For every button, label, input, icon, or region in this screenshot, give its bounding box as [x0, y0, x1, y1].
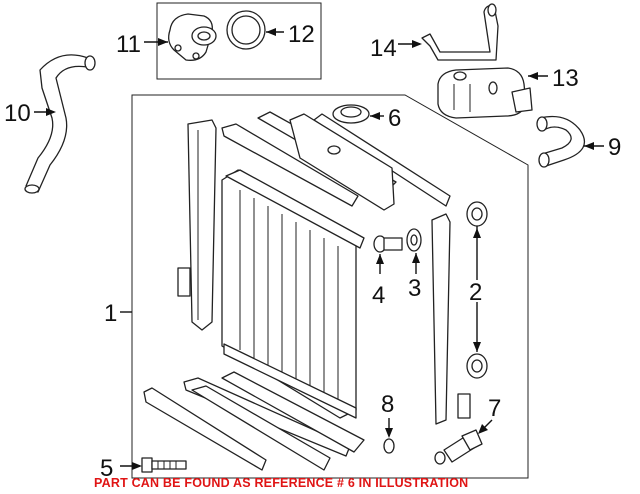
radiator-cap-part: [332, 104, 370, 124]
callout-1: 1: [104, 300, 117, 327]
callout-14: 14: [370, 35, 397, 62]
bottom-seal-part: [191, 385, 331, 471]
lower-hose-part: [536, 115, 585, 168]
lower-seal-part-2: [221, 371, 365, 453]
gasket-ring-part: [226, 10, 266, 50]
leader-lines: [34, 28, 604, 470]
thermostat-housing-part: [168, 13, 217, 61]
oil-cooler-part: [437, 67, 533, 119]
callout-10: 10: [4, 100, 31, 127]
pipe-part: [421, 3, 499, 61]
callout-3: 3: [408, 275, 421, 302]
drain-plug-part: [434, 429, 483, 465]
grommet-part: [406, 228, 422, 252]
front-lower-seal-part: [143, 387, 267, 471]
inset-box: [156, 2, 322, 80]
footer-note: PART CAN BE FOUND AS REFERENCE # 6 IN IL…: [94, 476, 468, 490]
assembly-outline: [131, 94, 529, 479]
callout-11: 11: [116, 31, 141, 58]
filler-neck: [327, 145, 341, 155]
rear-seal-part: [313, 113, 451, 207]
drain-cock-part: [373, 235, 403, 253]
right-side-support-part: [431, 213, 471, 425]
o-ring-part: [383, 438, 395, 454]
callout-7: 7: [488, 395, 501, 422]
callout-4: 4: [372, 282, 385, 309]
callout-9: 9: [608, 134, 621, 161]
radiator-top-tank: [289, 113, 395, 211]
callout-12: 12: [288, 21, 315, 48]
bolt-part: [141, 457, 187, 473]
upper-hose-part: [24, 54, 96, 194]
radiator-core: [221, 169, 365, 419]
left-side-seal-part: [177, 119, 217, 331]
callout-2: 2: [469, 279, 482, 306]
callout-5: 5: [100, 455, 113, 482]
lower-mount-cushion: [466, 353, 488, 379]
callout-6: 6: [388, 105, 401, 132]
callout-13: 13: [552, 65, 579, 92]
callout-8: 8: [381, 391, 394, 418]
upper-mount-cushion: [466, 201, 488, 227]
upper-seal-part: [221, 123, 359, 207]
